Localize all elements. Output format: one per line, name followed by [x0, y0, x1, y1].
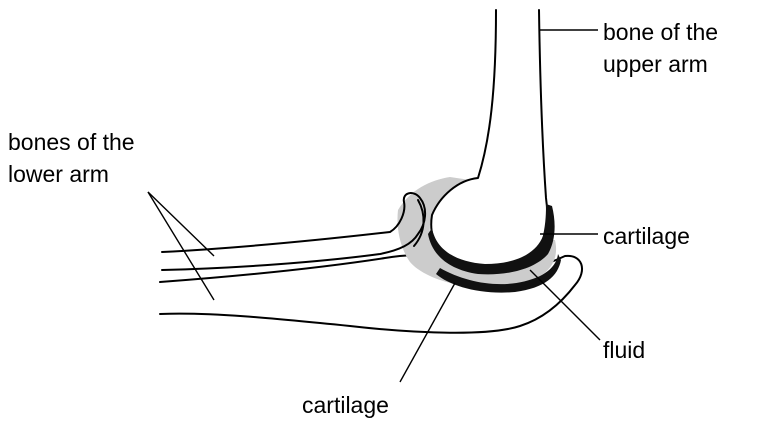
label-bones-lower-arm-line1: bones of the	[8, 129, 135, 155]
label-cartilage-right: cartilage	[603, 223, 690, 249]
label-bones-lower-arm-line2: lower arm	[8, 161, 109, 187]
humerus-bone	[431, 10, 547, 267]
label-cartilage-bottom: cartilage	[302, 392, 389, 418]
label-bone-upper-arm-line2: upper arm	[603, 51, 708, 77]
leader-fluid	[530, 270, 600, 340]
label-fluid: fluid	[603, 337, 645, 363]
label-bone-upper-arm-line1: bone of the	[603, 19, 718, 45]
